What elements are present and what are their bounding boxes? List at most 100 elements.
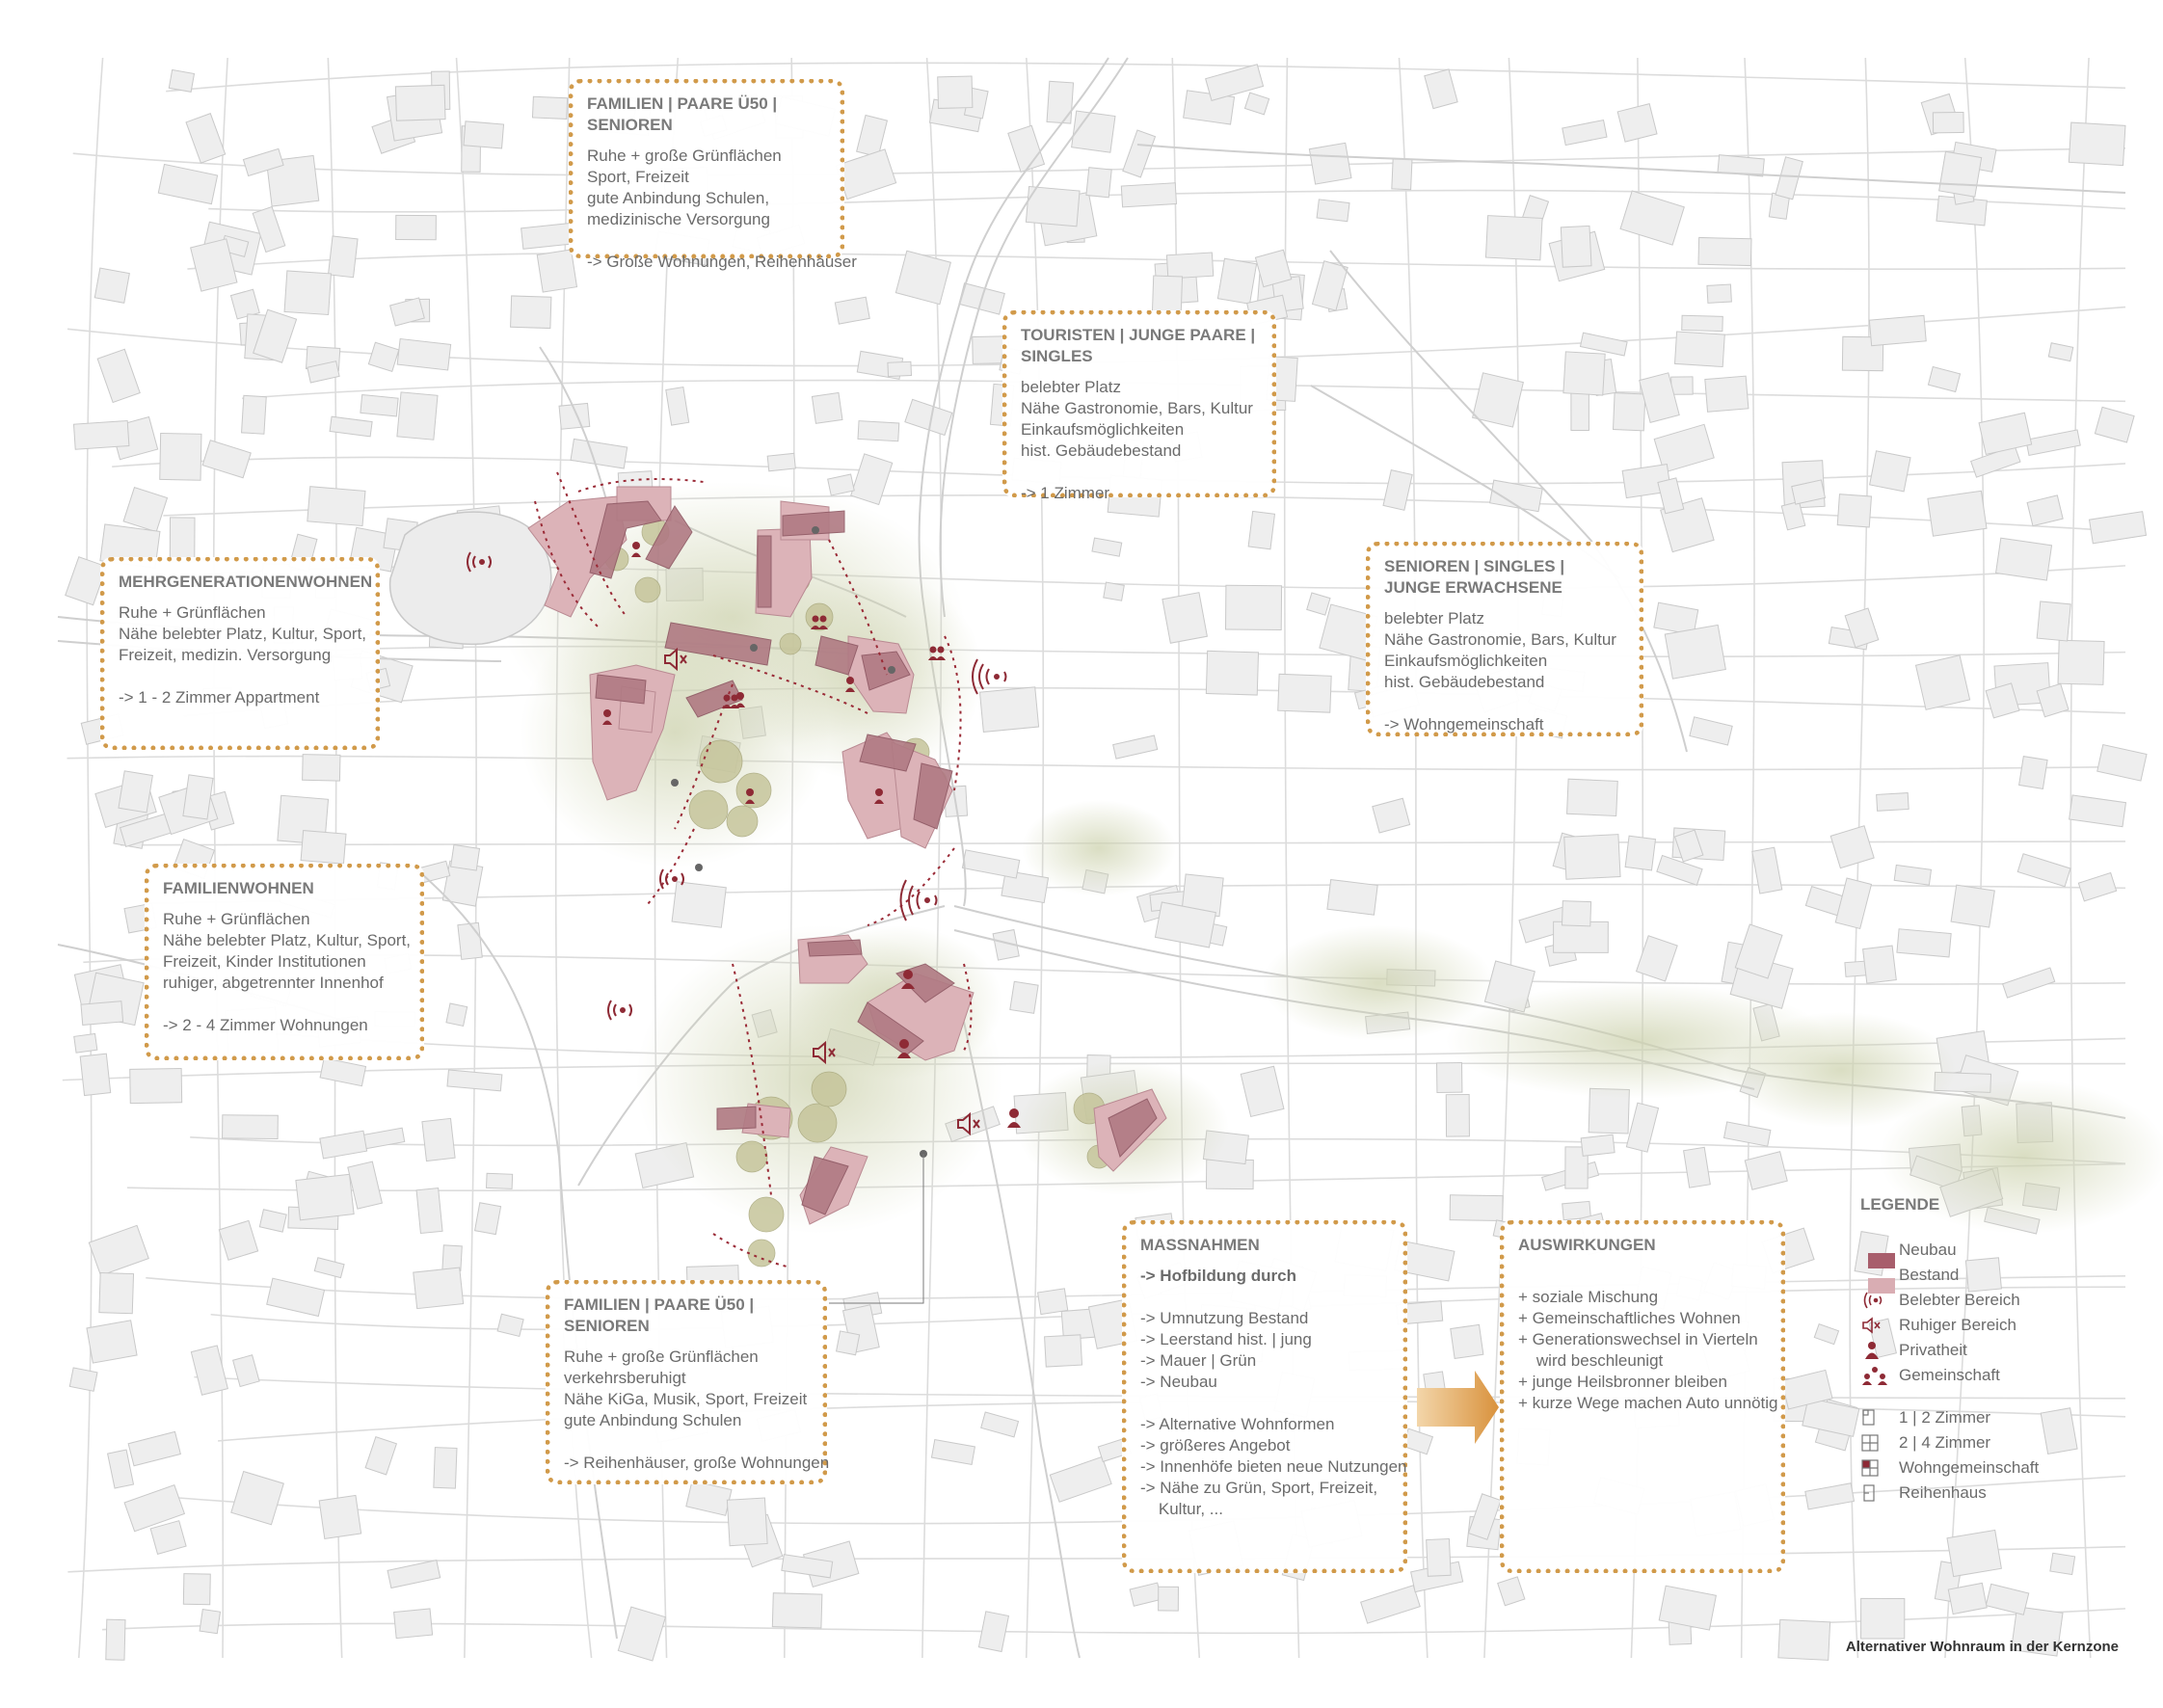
map-caption: Alternativer Wohnraum in der Kernzone: [1845, 1639, 2119, 1655]
box-line: + kurze Wege machen Auto unnötig: [1518, 1394, 1778, 1412]
legend-label: Gemeinschaft: [1899, 1366, 2000, 1384]
legend-label: 1 | 2 Zimmer: [1899, 1408, 1991, 1427]
room-2-4-icon: [1860, 1433, 1899, 1453]
legend-label: Bestand: [1899, 1266, 1960, 1284]
connector-lines: [829, 1154, 924, 1304]
legend-title: LEGENDE: [1860, 1195, 1940, 1214]
box-line: + soziale Mischung: [1518, 1288, 1659, 1306]
sound-waves-icon: [659, 868, 684, 890]
box-line: + Generationswechsel in Vierteln: [1518, 1330, 1758, 1348]
person-icon: [897, 1039, 911, 1058]
box-title: MASSNAHMEN: [1140, 1236, 1260, 1254]
muted-speaker-icon: [813, 1040, 836, 1065]
map-legend: LEGENDE Neubau Bestand Belebter Bereich …: [1860, 1195, 2140, 1506]
person-icon: [901, 970, 915, 989]
box-line: -> Neubau: [1140, 1373, 1217, 1391]
box-line: Nähe belebter Platz, Kultur, Sport,: [163, 931, 412, 949]
flow-arrow: [1417, 1371, 1499, 1444]
box-line: verkehrsberuhigt: [564, 1369, 686, 1387]
person-icon: [1860, 1341, 1899, 1360]
person-icon: [845, 677, 855, 692]
box-title: FAMILIEN | PAARE Ü50 | SENIOREN: [564, 1295, 755, 1335]
legend-item-2-4-zimmer: 2 | 4 Zimmer: [1860, 1430, 2140, 1455]
muted-speaker-icon: [664, 647, 687, 672]
group-icon: [722, 694, 739, 708]
lake: [388, 511, 552, 646]
info-box-tourists: TOURISTEN | JUNGE PAARE | SINGLES belebt…: [1002, 310, 1276, 502]
info-box-bottom-families: FAMILIEN | PAARE Ü50 | SENIOREN Ruhe + g…: [546, 1280, 830, 1484]
group-icon: [1860, 1366, 1899, 1385]
box-line: [119, 666, 361, 687]
box-line: belebter Platz: [1021, 378, 1121, 396]
legend-label: 2 | 4 Zimmer: [1899, 1433, 1991, 1452]
box-line: Sport, Freizeit: [587, 168, 689, 186]
box-line: -> Große Wohnungen, Reihenhäuser: [587, 253, 857, 271]
box-line: [1140, 1393, 1389, 1414]
legend-item-ruhiger-bereich: Ruhiger Bereich: [1860, 1313, 2140, 1338]
path-arrows: [534, 471, 973, 1268]
person-icon: [602, 709, 612, 725]
group-icon: [928, 646, 946, 660]
info-box-auswirkungen: AUSWIRKUNGEN + soziale Mischung + Gemeins…: [1500, 1220, 1785, 1573]
info-box-mehrgenerationen: MEHRGENERATIONENWOHNEN Ruhe + Grünfläche…: [100, 557, 380, 750]
box-line: Nähe Gastronomie, Bars, Kultur: [1021, 399, 1253, 417]
box-line: -> Reihenhäuser, große Wohnungen: [564, 1454, 830, 1472]
legend-item-privatheit: Privatheit: [1860, 1338, 2140, 1363]
box-line: hist. Gebäudebestand: [1384, 673, 1545, 691]
box-line: [564, 1431, 809, 1453]
box-line: [163, 994, 406, 1015]
box-title: FAMILIEN | PAARE Ü50 | SENIOREN: [587, 94, 778, 134]
box-line: + junge Heilsbronner bleiben: [1518, 1373, 1727, 1391]
legend-item-neubau: Neubau: [1860, 1238, 2140, 1263]
info-box-massnahmen: MASSNAHMEN -> Hofbildung durch -> Umnutzu…: [1122, 1220, 1407, 1573]
box-line: Freizeit, Kinder Institutionen: [163, 952, 366, 971]
box-line: Einkaufsmöglichkeiten: [1021, 420, 1185, 439]
box-line: Ruhe + Grünflächen: [119, 603, 266, 622]
box-line: gute Anbindung Schulen: [564, 1411, 742, 1429]
busy-area-icons: [467, 551, 1007, 1021]
sound-waves-icon: [607, 1000, 632, 1021]
legend-item-1-2-zimmer: 1 | 2 Zimmer: [1860, 1405, 2140, 1430]
person-icon: [735, 692, 745, 707]
box-line: ruhiger, abgetrennter Innenhof: [163, 974, 384, 992]
box-line: [1518, 1266, 1767, 1287]
box-line: [1021, 462, 1258, 483]
box-line: Freizeit, medizin. Versorgung: [119, 646, 332, 664]
muted-speaker-icon: [1860, 1316, 1899, 1335]
person-icon: [1007, 1108, 1021, 1128]
room-1-2-icon: [1860, 1408, 1899, 1428]
map-markers: [602, 542, 1021, 1128]
legend-label: Privatheit: [1899, 1341, 1967, 1359]
box-line: -> Alternative Wohnformen: [1140, 1415, 1335, 1433]
box-line: -> Umnutzung Bestand: [1140, 1309, 1309, 1327]
box-title: AUSWIRKUNGEN: [1518, 1236, 1656, 1254]
box-line: Nähe KiGa, Musik, Sport, Freizeit: [564, 1390, 808, 1408]
legend-label: Neubau: [1899, 1241, 1957, 1259]
box-line: medizinische Versorgung: [587, 210, 770, 228]
box-line: -> größeres Angebot: [1140, 1436, 1291, 1454]
wg-icon: [1860, 1458, 1899, 1478]
box-line: gute Anbindung Schulen,: [587, 189, 770, 207]
legend-item-bestand: Bestand: [1860, 1263, 2140, 1288]
box-line: Nähe Gastronomie, Bars, Kultur: [1384, 630, 1616, 649]
group-icon: [811, 615, 828, 629]
reihenhaus-icon: [1860, 1483, 1899, 1503]
box-line: [587, 230, 826, 252]
box-line: -> 1 Zimmer: [1021, 484, 1110, 502]
legend-label: Wohngemeinschaft: [1899, 1458, 2040, 1477]
box-line: -> Innenhöfe bieten neue Nutzungen: [1140, 1457, 1407, 1476]
legend-label: Ruhiger Bereich: [1899, 1316, 2016, 1334]
box-line: belebter Platz: [1384, 609, 1484, 627]
box-line: [1384, 693, 1625, 714]
box-line: -> Nähe zu Grün, Sport, Freizeit,: [1140, 1479, 1378, 1497]
box-line: hist. Gebäudebestand: [1021, 441, 1182, 460]
legend-item-belebter-bereich: Belebter Bereich: [1860, 1288, 2140, 1313]
box-line: -> Wohngemeinschaft: [1384, 715, 1544, 734]
box-line: wird beschleunigt: [1518, 1351, 1664, 1370]
person-icon: [874, 788, 884, 804]
box-line: + Gemeinschaftliches Wohnen: [1518, 1309, 1741, 1327]
box-line: -> Leerstand hist. | jung: [1140, 1330, 1312, 1348]
box-line: -> Hofbildung durch: [1140, 1267, 1296, 1285]
legend-item-reihenhaus: Reihenhaus: [1860, 1481, 2140, 1506]
